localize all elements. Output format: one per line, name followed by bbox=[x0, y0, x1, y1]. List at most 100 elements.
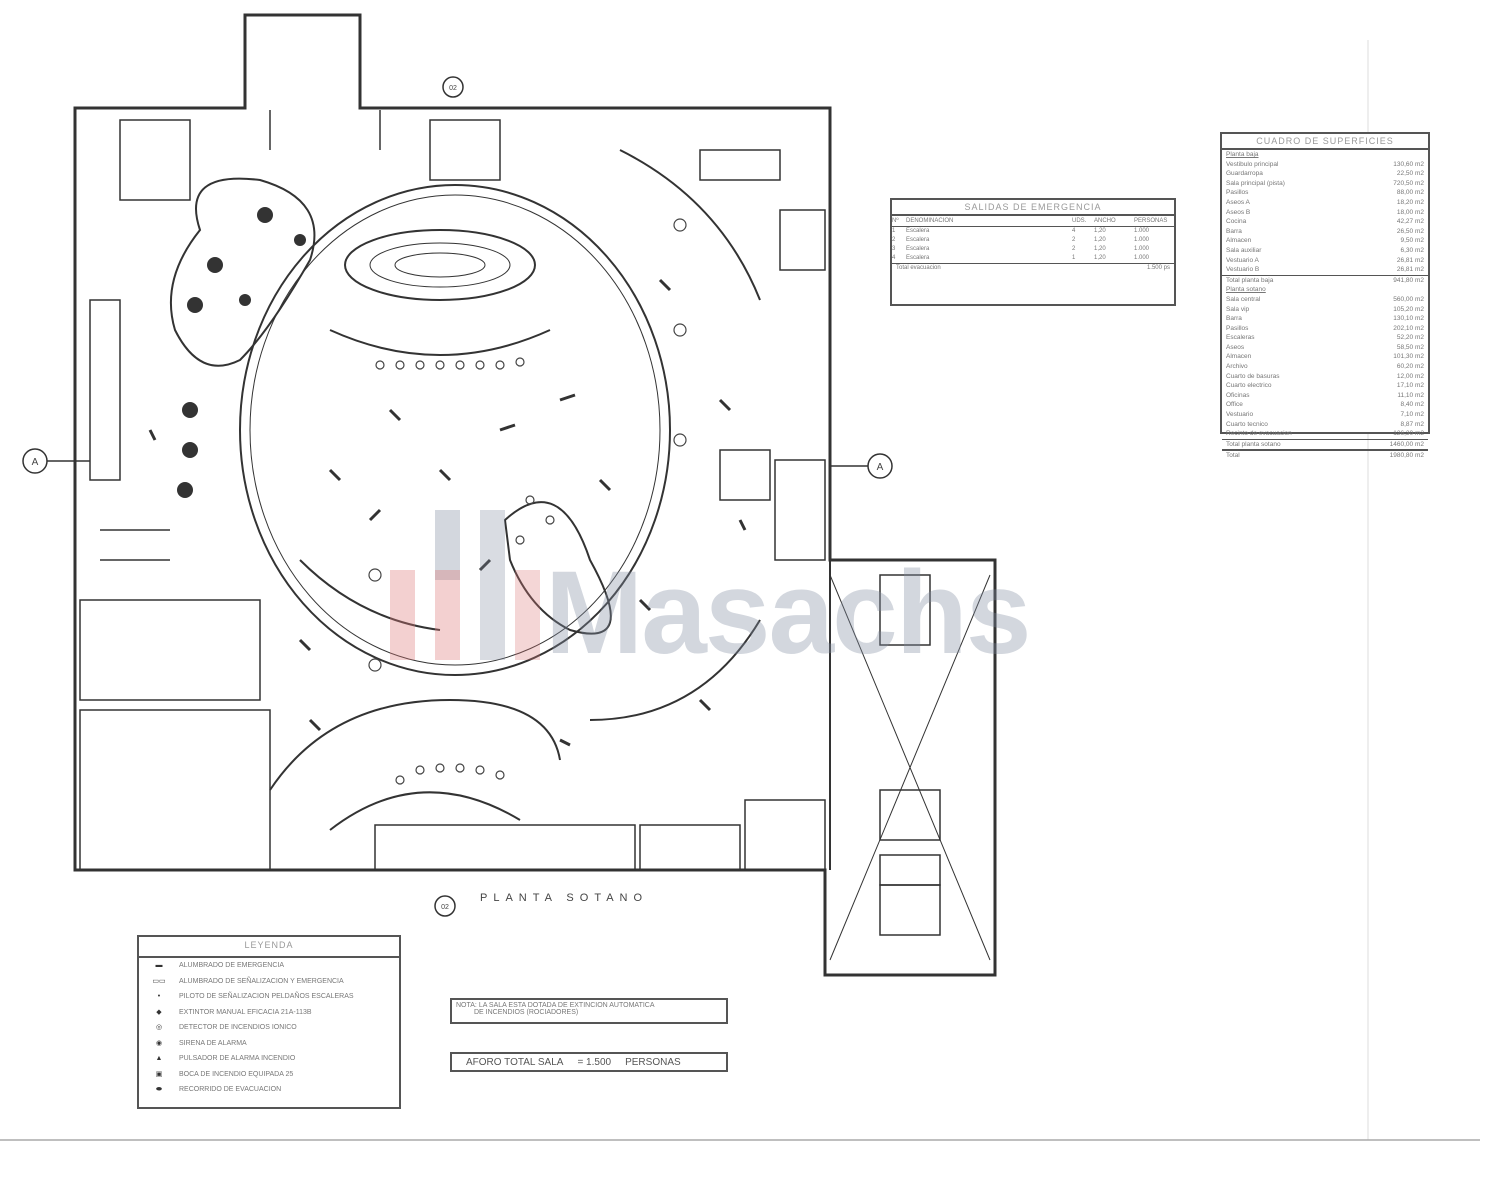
columns-and-detectors bbox=[368, 218, 687, 785]
axis-marker-bottom: 02 bbox=[441, 904, 449, 911]
exit-cell: 1,20 bbox=[1094, 255, 1106, 261]
col-header: Nº bbox=[892, 218, 899, 224]
exit-cell: 1,20 bbox=[1094, 228, 1106, 234]
exit-cell: 1.000 bbox=[1134, 228, 1150, 234]
col-header: DENOMINACION bbox=[906, 218, 954, 224]
legend: LEYENDA ▬ALUMBRADO DE EMERGENCIA▭▭ALUMBR… bbox=[137, 935, 401, 1109]
area-row: Recinto de evacuacion 126,30 m2 bbox=[1222, 429, 1428, 439]
exit-cell: 1.000 bbox=[1134, 255, 1150, 261]
value: 1460,00 m2 bbox=[1389, 440, 1424, 448]
area-value: 6,30 m2 bbox=[1400, 246, 1425, 254]
exits-table-footer: Total evacuacion 1.500 ps bbox=[892, 263, 1174, 274]
area-value: 42,27 m2 bbox=[1396, 218, 1424, 226]
legend-item: ▲PULSADOR DE ALARMA INCENDIO bbox=[139, 1051, 399, 1067]
area-name: Pasillos bbox=[1226, 189, 1249, 197]
area-value: 105,20 m2 bbox=[1393, 305, 1424, 313]
legend-label: PULSADOR DE ALARMA INCENDIO bbox=[179, 1055, 296, 1062]
area-value: 88,00 m2 bbox=[1396, 189, 1424, 197]
area-value: 11,10 m2 bbox=[1397, 391, 1424, 399]
area-name: Sala auxiliar bbox=[1226, 246, 1262, 254]
rooms-and-partitions bbox=[79, 110, 991, 961]
area-row: Aseos A 18,20 m2 bbox=[1222, 198, 1428, 208]
legend-symbol-icon: ▣ bbox=[155, 1070, 163, 1078]
legend-symbol-icon: • bbox=[157, 993, 161, 1000]
area-name: Cuarto electrico bbox=[1226, 382, 1272, 390]
area-name: Almacen bbox=[1226, 353, 1252, 361]
legend-symbol-icon: ◆ bbox=[156, 1008, 162, 1016]
area-value: 8,40 m2 bbox=[1400, 401, 1425, 409]
capacity-unit: PERSONAS bbox=[625, 1056, 681, 1068]
col-header: UDS. bbox=[1072, 218, 1087, 224]
exits-table: SALIDAS DE EMERGENCIA Nº DENOMINACION UD… bbox=[890, 198, 1176, 306]
legend-item: •PILOTO DE SEÑALIZACION PELDAÑOS ESCALER… bbox=[139, 989, 399, 1005]
legend-symbol-icon: ◎ bbox=[155, 1024, 163, 1031]
axis-marker-top: 02 bbox=[449, 85, 457, 92]
exit-cell: Escalera bbox=[906, 237, 930, 243]
area-name: Barra bbox=[1226, 315, 1242, 323]
area-name: Aseos B bbox=[1226, 208, 1251, 216]
footer-value: 1.500 ps bbox=[1146, 265, 1170, 271]
area-name: Sala principal (pista) bbox=[1226, 179, 1285, 187]
exit-cell: 2 bbox=[892, 237, 896, 243]
furniture-tables bbox=[177, 207, 306, 498]
area-name: Vestuario B bbox=[1226, 266, 1260, 274]
col-header: PERSONAS bbox=[1134, 218, 1168, 224]
legend-item: ▭▭ALUMBRADO DE SEÑALIZACION Y EMERGENCIA bbox=[139, 974, 399, 990]
legend-items: ▬ALUMBRADO DE EMERGENCIA▭▭ALUMBRADO DE S… bbox=[139, 958, 399, 1098]
label: Total planta baja bbox=[1226, 276, 1274, 284]
legend-item: ◆EXTINTOR MANUAL EFICACIA 21A-113B bbox=[139, 1005, 399, 1021]
area-value: 9,50 m2 bbox=[1400, 237, 1425, 245]
legend-label: SIRENA DE ALARMA bbox=[179, 1039, 247, 1047]
area-name: Barra bbox=[1226, 227, 1242, 235]
area-name: Aseos A bbox=[1226, 198, 1250, 206]
area-name: Recinto de evacuacion bbox=[1226, 430, 1292, 438]
value: 1980,80 m2 bbox=[1389, 452, 1424, 460]
area-value: 18,20 m2 bbox=[1396, 198, 1424, 206]
legend-label: RECORRIDO DE EVACUACION bbox=[179, 1086, 282, 1093]
area-row: Cocina 42,27 m2 bbox=[1222, 217, 1428, 227]
col-header: ANCHO bbox=[1094, 218, 1116, 224]
exit-cell: 1,20 bbox=[1094, 237, 1106, 243]
group1-title: Planta baja bbox=[1226, 151, 1259, 158]
exit-cell: Escalera bbox=[906, 246, 930, 252]
section-a-right: A bbox=[877, 462, 884, 473]
exit-cell: 1,20 bbox=[1094, 246, 1106, 252]
area-name: Almacen bbox=[1226, 237, 1252, 245]
area-value: 101,30 m2 bbox=[1393, 353, 1424, 361]
areas-table-title: CUADRO DE SUPERFICIES bbox=[1222, 134, 1428, 150]
area-value: 7,10 m2 bbox=[1400, 411, 1425, 419]
area-value: 126,30 m2 bbox=[1393, 430, 1424, 438]
capacity-value: = 1.500 bbox=[577, 1056, 612, 1068]
area-value: 130,10 m2 bbox=[1393, 315, 1424, 323]
exit-cell: Escalera bbox=[906, 255, 930, 261]
group1-total: Total planta baja 941,80 m2 bbox=[1222, 274, 1428, 286]
note-line1: NOTA: LA SALA ESTA DOTADA DE EXTINCION A… bbox=[456, 1002, 655, 1009]
exit-cell: 4 bbox=[1072, 228, 1076, 234]
area-row: Almacen 101,30 m2 bbox=[1222, 352, 1428, 362]
area-name: Sala vip bbox=[1226, 305, 1250, 313]
area-name: Cocina bbox=[1226, 218, 1247, 226]
value: 941,80 m2 bbox=[1393, 276, 1424, 284]
area-name: Pasillos bbox=[1226, 324, 1249, 332]
exit-cell: 2 bbox=[1072, 246, 1076, 252]
legend-item: ◉SIRENA DE ALARMA bbox=[139, 1036, 399, 1052]
legend-title: LEYENDA bbox=[139, 937, 399, 958]
area-value: 22,50 m2 bbox=[1396, 170, 1424, 178]
exit-cell: 1 bbox=[892, 228, 896, 234]
area-row: Sala auxiliar 6,30 m2 bbox=[1222, 246, 1428, 256]
